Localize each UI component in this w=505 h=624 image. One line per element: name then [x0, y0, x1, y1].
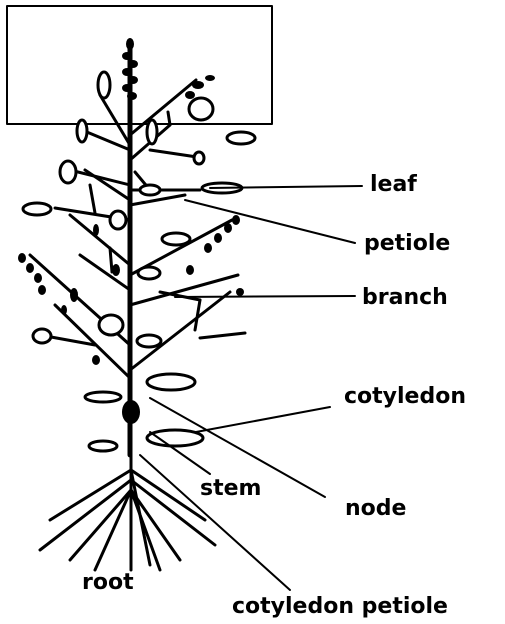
label-branch: branch — [362, 287, 448, 309]
label-cotyledon-petiole: cotyledon petiole — [232, 596, 448, 618]
node-joint — [122, 400, 140, 424]
label-node: node — [345, 498, 406, 520]
leader-branch — [175, 296, 355, 297]
label-stem: stem — [200, 478, 261, 500]
leader-petiole — [185, 200, 355, 243]
label-leaf: leaf — [370, 174, 417, 196]
label-cotyledon: cotyledon — [344, 386, 466, 408]
roots — [40, 455, 215, 570]
label-root: root — [82, 572, 134, 594]
leader-cotyledon — [196, 407, 330, 432]
apical-bud — [122, 38, 138, 100]
inset-frame — [7, 6, 272, 124]
label-petiole: petiole — [364, 233, 450, 255]
